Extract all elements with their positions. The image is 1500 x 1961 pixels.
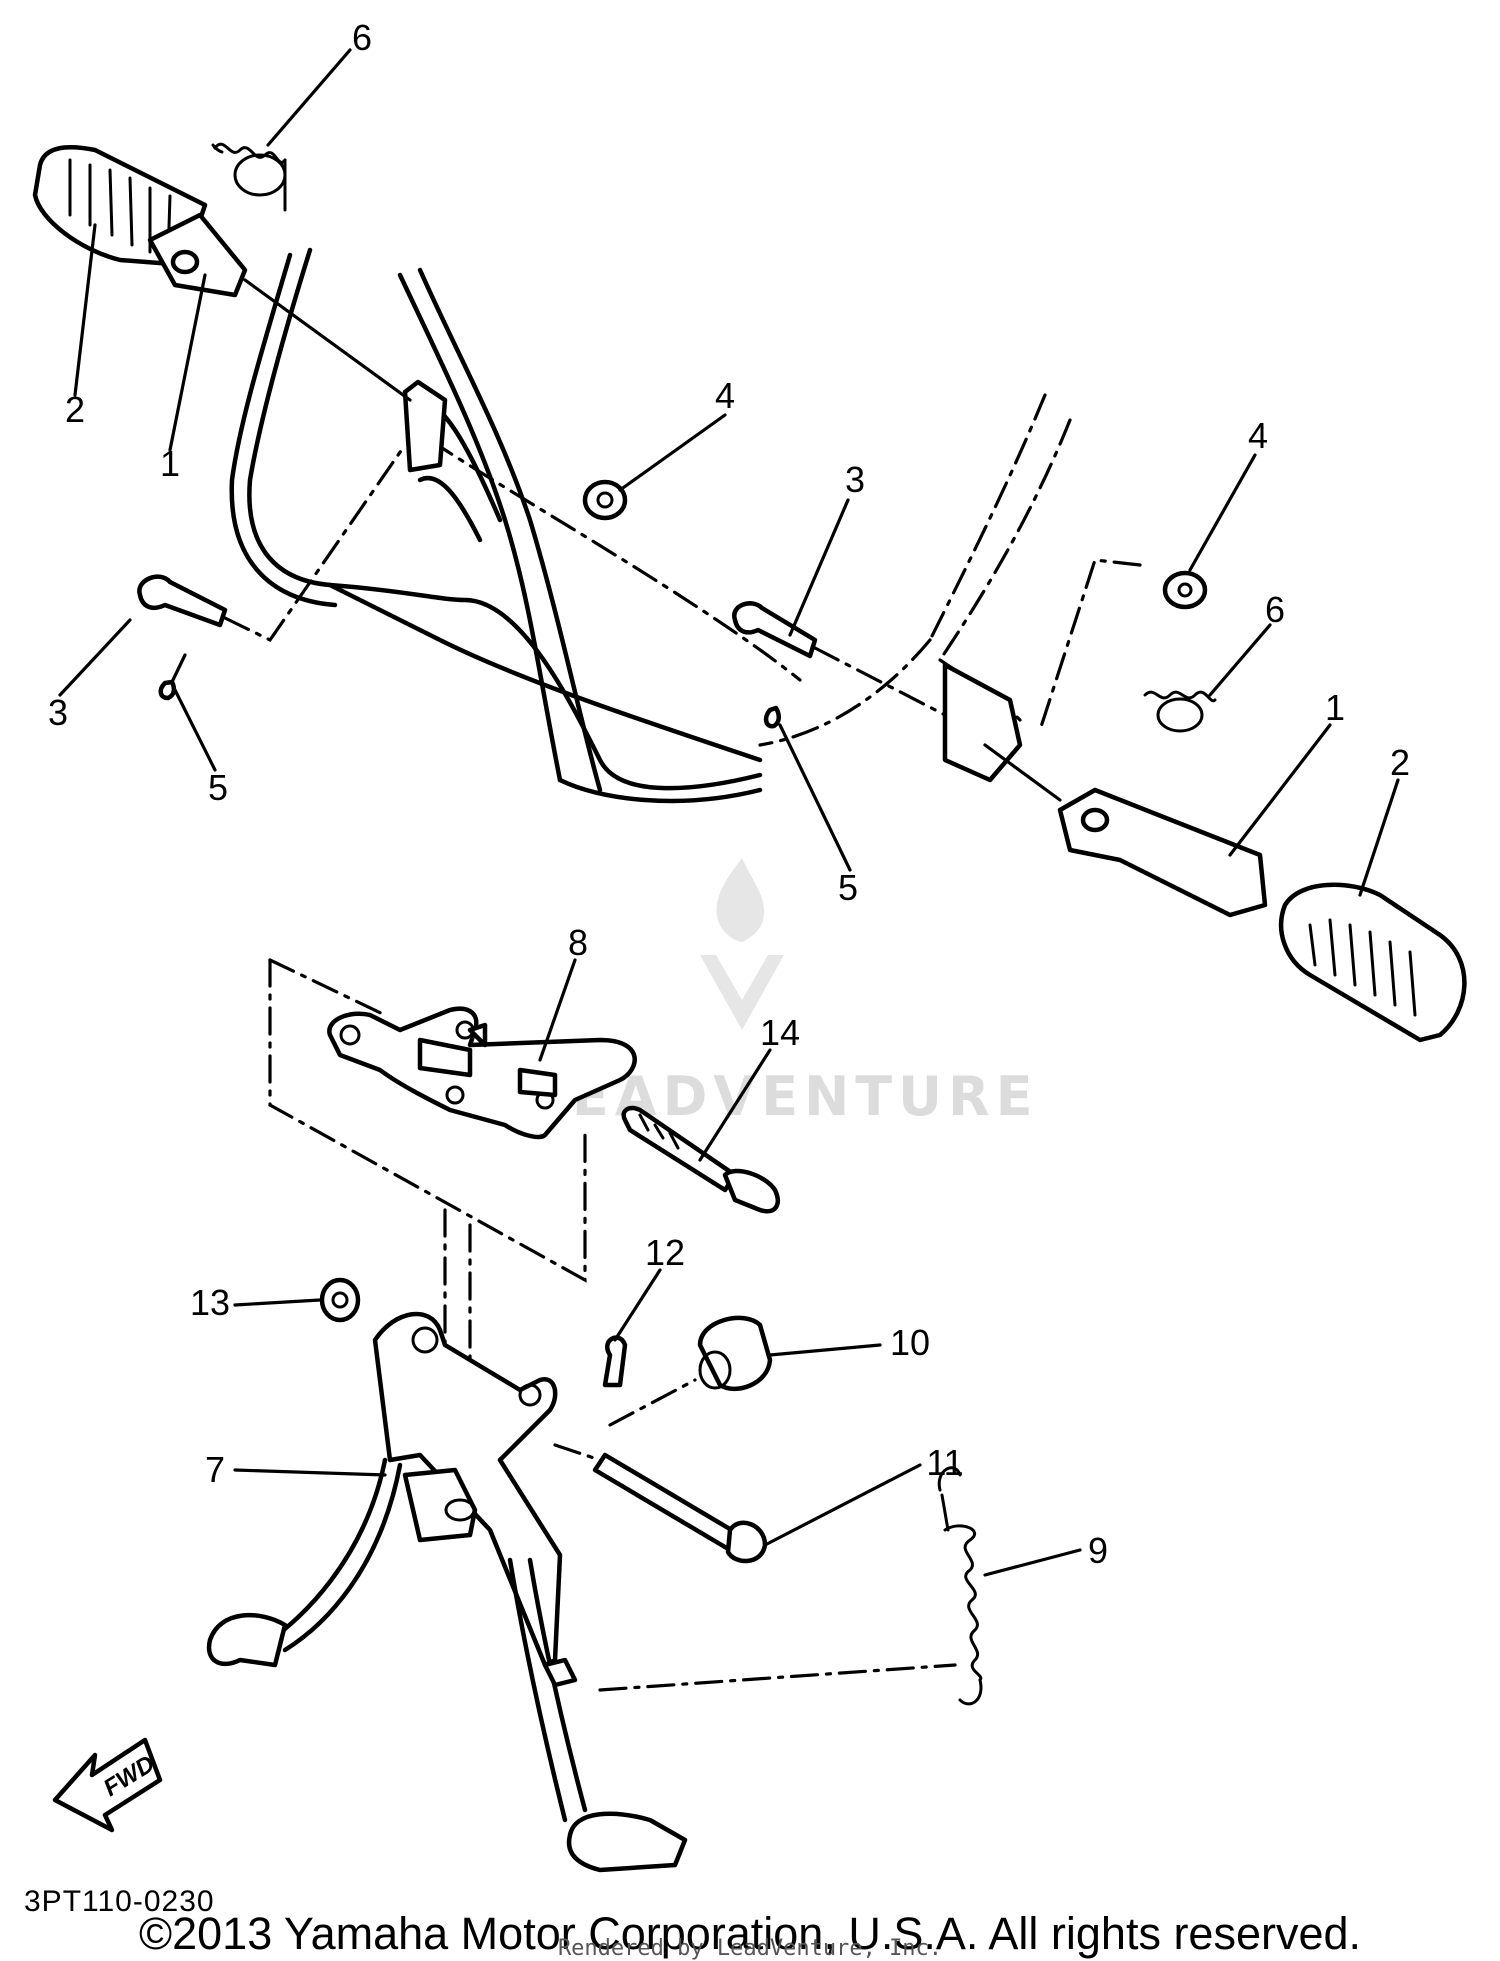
callout-1-left: 1 bbox=[160, 443, 180, 484]
callout-1-right: 1 bbox=[1325, 687, 1345, 728]
stand-bolt bbox=[621, 1105, 780, 1214]
left-pins bbox=[137, 443, 628, 701]
left-footrest bbox=[32, 144, 412, 402]
stand-clip bbox=[602, 1335, 628, 1388]
callout-6-right: 6 bbox=[1265, 589, 1285, 630]
right-washer bbox=[1162, 570, 1208, 610]
stand-pin bbox=[553, 1315, 773, 1564]
v-logo-icon bbox=[700, 955, 784, 1030]
callout-5-left: 5 bbox=[208, 767, 228, 808]
callout-9: 9 bbox=[1088, 1530, 1108, 1571]
left-pin bbox=[137, 574, 228, 628]
left-footrest-bracket bbox=[147, 212, 248, 298]
stand-bracket bbox=[268, 958, 637, 1397]
right-pin bbox=[732, 601, 818, 659]
callout-4-left: 4 bbox=[715, 375, 735, 416]
callout-8: 8 bbox=[568, 922, 588, 963]
left-washer bbox=[582, 479, 628, 521]
flame-icon bbox=[716, 858, 765, 942]
main-stand bbox=[206, 1311, 688, 1873]
stand-bush bbox=[697, 1315, 773, 1392]
callout-5-right: 5 bbox=[838, 867, 858, 908]
callout-11: 11 bbox=[926, 1442, 963, 1483]
copyright-notice: ©2013 Yamaha Motor Corporation, U.S.A. A… bbox=[138, 1908, 1362, 1959]
callout-3-right: 3 bbox=[845, 459, 865, 500]
stand-washer bbox=[319, 1277, 361, 1323]
callout-12: 12 bbox=[645, 1232, 685, 1273]
callout-labels: 6 2 1 4 3 3 5 4 6 5 1 2 8 14 12 10 13 7 … bbox=[48, 17, 1410, 1571]
stand-mount-plate bbox=[327, 1006, 637, 1140]
leader-lines bbox=[58, 48, 1400, 1577]
diagram-code: 3PT110-0230 bbox=[24, 1885, 215, 1918]
left-cotter-pin bbox=[158, 679, 177, 701]
callout-6-left: 6 bbox=[352, 17, 372, 58]
right-footrest bbox=[732, 558, 1467, 1043]
callout-2-left: 2 bbox=[65, 389, 85, 430]
fwd-arrow-icon: FWD bbox=[52, 1737, 163, 1833]
callout-14: 14 bbox=[760, 1012, 800, 1053]
callout-10: 10 bbox=[890, 1322, 930, 1363]
frame-tubes bbox=[229, 247, 1072, 804]
left-spring bbox=[211, 142, 287, 212]
right-cotter-pin bbox=[763, 705, 781, 729]
rendered-by-credit: Rendered by LeadVenture, Inc. bbox=[557, 1936, 943, 1961]
callout-4-right: 4 bbox=[1248, 415, 1268, 456]
callout-3-left: 3 bbox=[48, 692, 68, 733]
right-footrest-bracket bbox=[1057, 787, 1268, 918]
callout-13: 13 bbox=[190, 1282, 230, 1323]
callout-7: 7 bbox=[205, 1449, 225, 1490]
return-spring bbox=[598, 1466, 983, 1706]
callout-2-right: 2 bbox=[1390, 742, 1410, 783]
